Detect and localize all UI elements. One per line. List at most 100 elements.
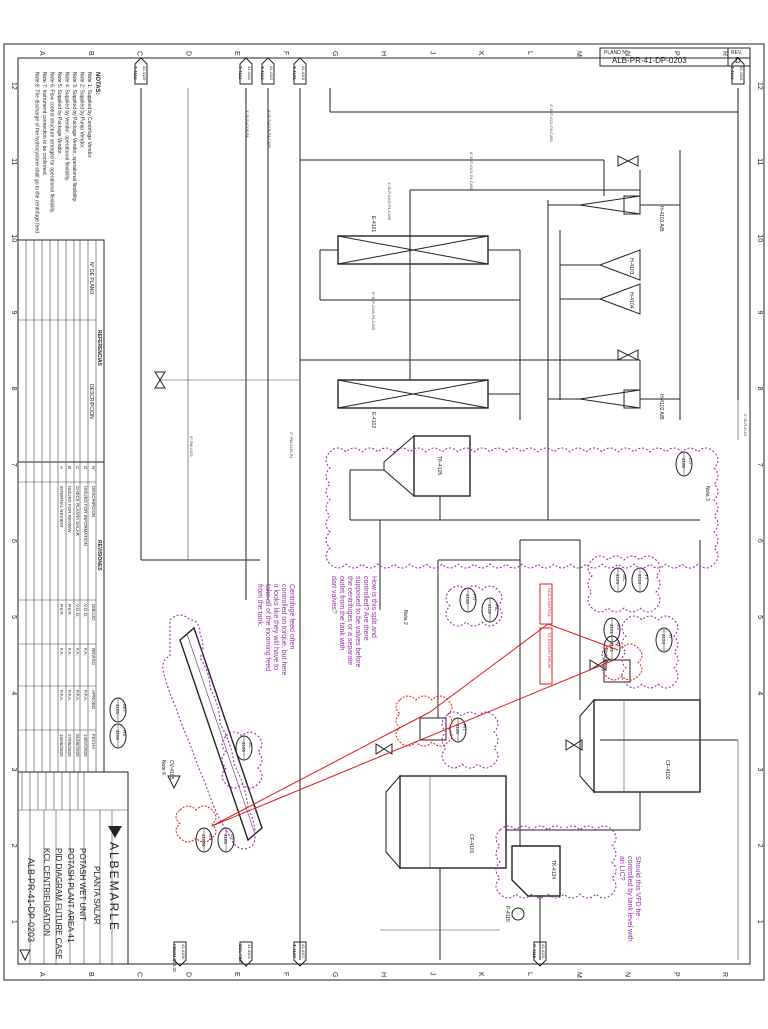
instrument-tag: FIT bbox=[472, 594, 477, 601]
drawing-number-header: PLANO N° REV. ALB-PR-41-DP-0203 D bbox=[599, 47, 751, 67]
revisions-cell: 15/05/2020 bbox=[59, 734, 64, 757]
column-label: 5 bbox=[10, 615, 17, 619]
tank-lower-tag: TK-4124 bbox=[550, 860, 556, 879]
instrument-number: 4124 bbox=[615, 574, 620, 585]
column-label: 11 bbox=[10, 158, 17, 165]
line-label: 3"-SLP-4108-P4 bbox=[245, 110, 249, 138]
row-label: R bbox=[721, 51, 728, 56]
hydrocyclone-small-1: H-4103 bbox=[598, 249, 641, 281]
revisions-cell: F.A. bbox=[59, 648, 64, 656]
revisions-column-header: DESCRIPCION bbox=[91, 486, 96, 517]
row-label: J bbox=[428, 51, 435, 55]
connector-code: 41-4116 bbox=[739, 66, 744, 81]
revisions-cell: V.G.G. bbox=[83, 604, 88, 617]
notes-list: Note 1: Supplied by Centrifuge Vendor.No… bbox=[34, 72, 93, 234]
revision-cloud-conveyor bbox=[162, 614, 256, 850]
revision-cloud-pit bbox=[441, 711, 499, 769]
title-drawing-number: ALB-PR-41-DP-0203 bbox=[26, 858, 36, 942]
line-label: 2"-SLR-4124 bbox=[743, 414, 747, 436]
line-labels: 4"-SLP-4111-P4-C40S6"-SLP-4101-P4-C40S4"… bbox=[189, 104, 747, 458]
pump-tag: P-4115 bbox=[504, 906, 510, 922]
rev-label: REV. bbox=[731, 50, 742, 56]
comment-line: controlled by tank level with bbox=[626, 856, 633, 942]
row-label: B bbox=[87, 972, 94, 977]
column-label: 7 bbox=[756, 463, 763, 467]
connector-arrow-icon bbox=[173, 941, 187, 967]
valve-icon bbox=[589, 659, 599, 671]
connector-code: 41-4101 bbox=[301, 66, 306, 81]
revision-cloud-instruments-mid bbox=[621, 615, 679, 689]
valve-icon bbox=[154, 379, 166, 389]
row-label: P bbox=[672, 51, 679, 56]
valve-icon bbox=[565, 739, 575, 751]
references-heading: REFERENCIAS bbox=[96, 330, 102, 367]
instrument-number: 4105 bbox=[241, 742, 246, 753]
revisions-cell: F.F.A. bbox=[67, 690, 72, 701]
connector-arrow-icon bbox=[239, 57, 253, 85]
revisions-cell: C bbox=[75, 466, 80, 470]
instrument-tag: JIC bbox=[248, 742, 253, 750]
row-label: P bbox=[672, 972, 679, 977]
row-label: C bbox=[136, 972, 143, 977]
comment-line: controlled? Are there bbox=[362, 576, 369, 641]
row-label: D bbox=[184, 51, 191, 56]
row-label: A bbox=[38, 51, 45, 56]
note-item: Note 7: Instrument connection to be conf… bbox=[41, 72, 47, 176]
instrument-tag: FIC bbox=[494, 604, 499, 612]
comment-line: Should this VFD be bbox=[634, 856, 641, 916]
column-label: 1 bbox=[756, 920, 763, 924]
centrifuge-left: CF-4101 bbox=[385, 774, 507, 870]
revisions-cell: ISSUED FOR INFORMATION bbox=[83, 486, 88, 546]
line-label: 4"-SLP-4108-P4-C40S bbox=[267, 110, 271, 149]
exchanger-top: E-4101 bbox=[337, 216, 489, 265]
off-sheet-connector[interactable]: 41-4111 T-4111 bbox=[238, 57, 253, 85]
connector-label: T-4119 bbox=[133, 66, 138, 80]
revisions-cell: F.A. bbox=[83, 648, 88, 656]
instrument-tag: XS bbox=[616, 624, 621, 630]
row-label: N bbox=[624, 51, 631, 56]
connector-arrow-icon bbox=[134, 57, 148, 85]
instrument-number: 4132 bbox=[465, 594, 470, 605]
nota-3-label: Nota 3 bbox=[704, 486, 710, 501]
red-link-line-4 bbox=[429, 623, 549, 713]
row-label: M bbox=[575, 972, 582, 978]
valve-icon bbox=[573, 739, 583, 751]
column-label: 3 bbox=[756, 768, 763, 772]
instrument-tag: HS bbox=[208, 834, 213, 840]
column-label: 4 bbox=[756, 691, 763, 695]
connector-label: T-4111 bbox=[238, 66, 243, 80]
revisions-cell: 01/06/2020 bbox=[75, 734, 80, 757]
revisions-cell: F.F.A. bbox=[59, 690, 64, 701]
title-line-4: KCL CENTRIFUGATION bbox=[42, 848, 51, 936]
comment-line: supposed to be valves before bbox=[354, 576, 361, 668]
row-label: M bbox=[575, 51, 582, 57]
revisions-cell: P.V.P. bbox=[67, 604, 72, 615]
line-label: 2"-PW-4120-P4 bbox=[289, 432, 293, 458]
valve-icon bbox=[383, 743, 393, 755]
nota-1-label: Nota 1 bbox=[602, 648, 608, 663]
connector-code: 41-4111 bbox=[247, 66, 252, 81]
